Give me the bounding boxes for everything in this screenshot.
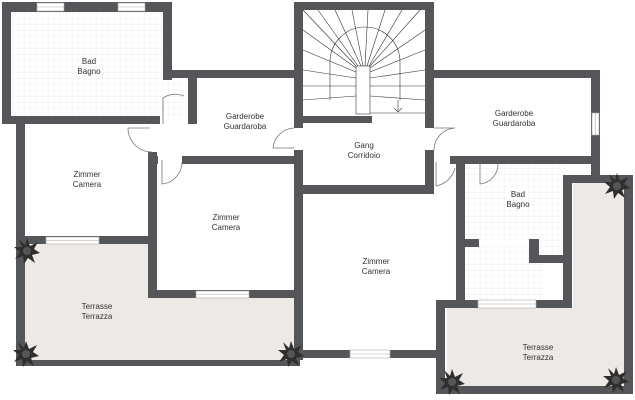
- label-line-de: Zimmer: [212, 213, 240, 222]
- label-line-it: Terrazza: [522, 353, 554, 362]
- terrace-right-floor: [447, 183, 627, 390]
- label-line-de: Gang: [354, 141, 374, 150]
- windows: [36, 2, 600, 359]
- label-line-it: Corridoio: [347, 151, 381, 160]
- doors: [127, 93, 499, 187]
- bad-2-floor: [465, 163, 566, 303]
- room-label-zimmer-3: Zimmer Camera: [362, 257, 390, 277]
- label-line-it: Bagno: [506, 200, 530, 209]
- label-line-de: Garderobe: [494, 109, 534, 118]
- staircase: [302, 9, 426, 115]
- label-line-de: Zimmer: [73, 170, 101, 179]
- label-line-de: Bad: [510, 190, 526, 199]
- label-line-de: Terrasse: [81, 302, 113, 311]
- label-line-de: Bad: [81, 57, 97, 66]
- label-line-it: Terrazza: [81, 312, 113, 321]
- label-line-de: Garderobe: [225, 112, 265, 121]
- room-label-gang: Gang Corridoio: [348, 141, 380, 161]
- room-label-terrasse-1: Terrasse Terrazza: [82, 302, 113, 322]
- room-label-garderobe-2: Garderobe Guardaroba: [493, 109, 536, 129]
- bad-1-floor: [9, 11, 191, 119]
- opening: [479, 240, 529, 246]
- room-label-terrasse-2: Terrasse Terrazza: [523, 343, 554, 363]
- room-label-bad-1: Bad Bagno: [77, 57, 100, 77]
- room-label-zimmer-1: Zimmer Camera: [73, 170, 101, 190]
- label-line-it: Guardaroba: [492, 119, 536, 128]
- room-label-garderobe-1: Garderobe Guardaroba: [224, 112, 267, 132]
- room-label-bad-2: Bad Bagno: [506, 190, 529, 210]
- label-line-de: Zimmer: [362, 257, 390, 266]
- label-line-it: Guardaroba: [223, 122, 267, 131]
- label-line-it: Camera: [211, 223, 241, 232]
- label-line-it: Camera: [72, 180, 102, 189]
- floors: [9, 11, 627, 390]
- label-line-de: Terrasse: [522, 343, 554, 352]
- room-label-zimmer-2: Zimmer Camera: [212, 213, 240, 233]
- label-line-it: Bagno: [77, 67, 101, 76]
- terrace-left-floor: [20, 242, 298, 362]
- label-line-it: Camera: [361, 267, 391, 276]
